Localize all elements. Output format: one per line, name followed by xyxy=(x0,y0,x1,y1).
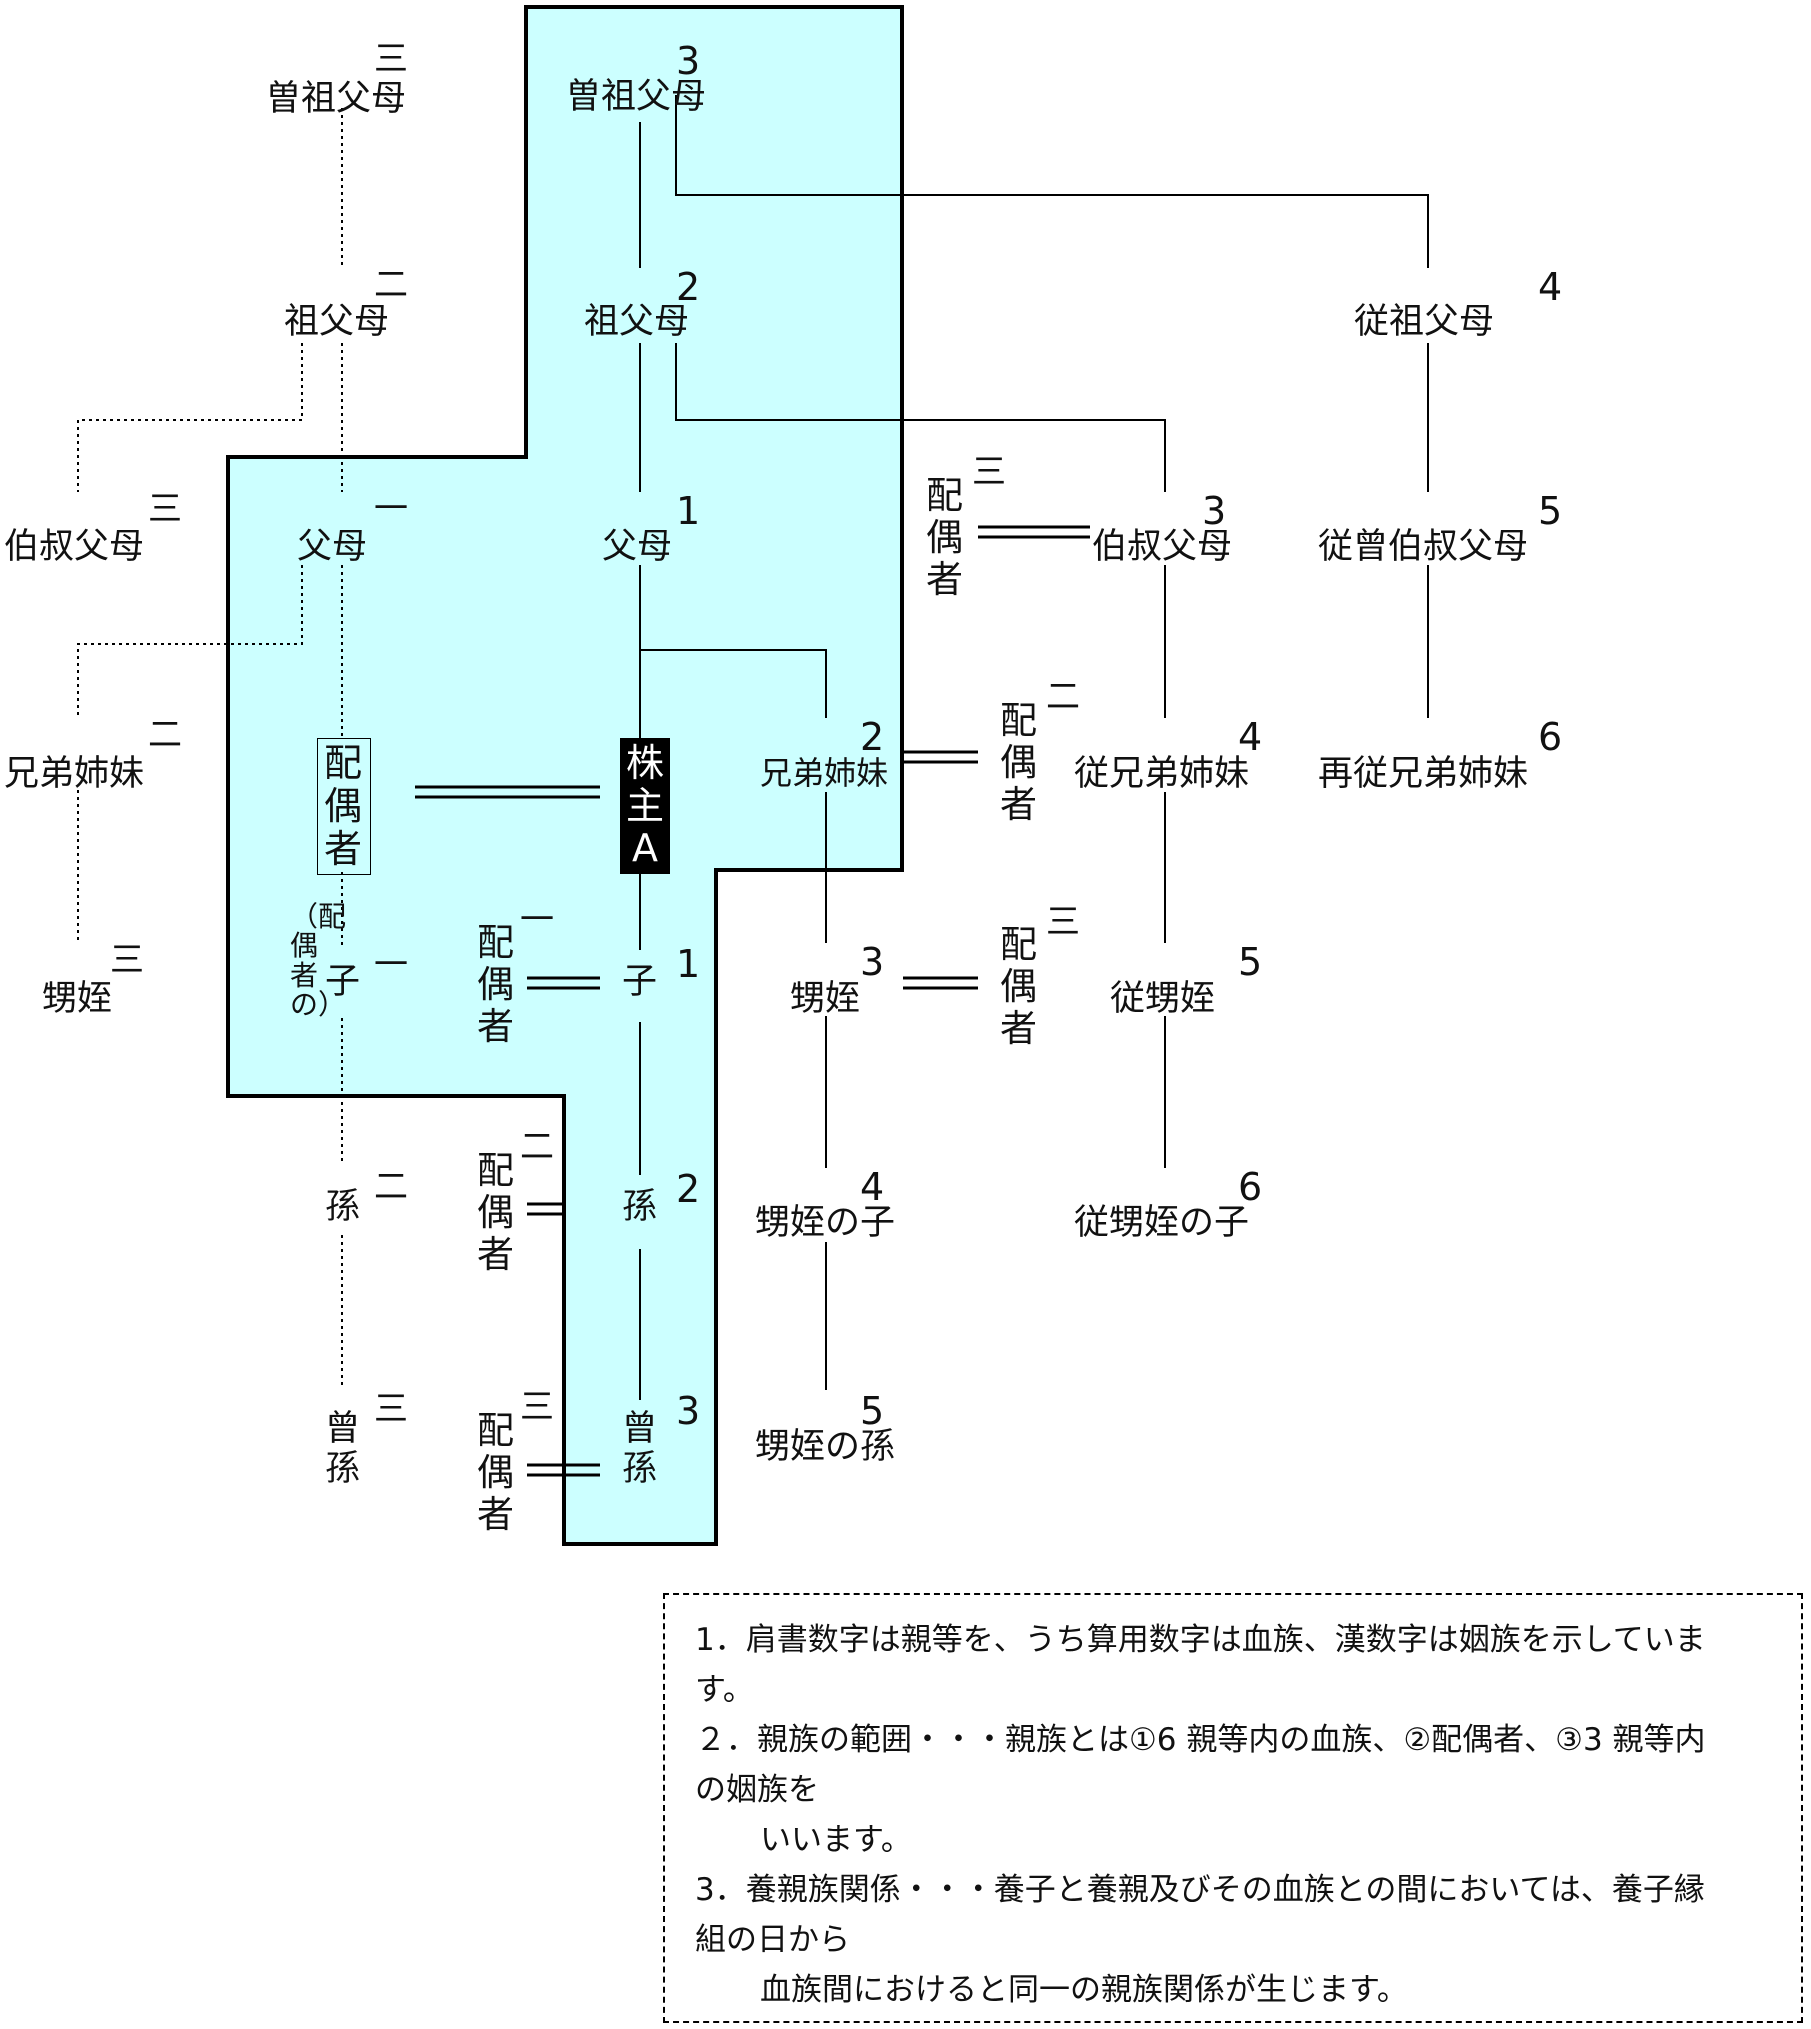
great-grandchild-label: 曾孫 xyxy=(622,1409,658,1489)
kin-range-region xyxy=(226,5,904,1546)
note-2: ２．親族の範囲・・・親族とは①6 親等内の血族、②配偶者、③3 親等内 xyxy=(695,1722,1706,1758)
degree-great-grandparents: 3 xyxy=(676,39,701,83)
blood-lines xyxy=(639,95,1429,1400)
parents: 父母 xyxy=(602,527,673,567)
spouse-child: 子 xyxy=(325,962,361,1002)
nephew-niece-grandchild: 甥姪の孫 xyxy=(755,1427,896,1467)
nephew-niece-child: 甥姪の子 xyxy=(755,1203,896,1243)
shareholder-a-label: 株主A xyxy=(626,741,665,871)
child-spouse: 配偶者 xyxy=(477,921,516,1048)
degree-grandchild: 2 xyxy=(676,1167,701,1211)
spouse-of-prefix: （配偶者の） xyxy=(290,900,347,1022)
note-3-end: 血族間におけると同一の親族関係が生じます。 xyxy=(760,1972,1408,2008)
great-grandchild: 曾孫 xyxy=(622,1409,659,1489)
degree-spouse-nephew-niece: 三 xyxy=(110,940,144,980)
degree-great-uncles-aunts: 4 xyxy=(1538,265,1563,309)
spouse-siblings: 兄弟姉妹 xyxy=(4,754,145,794)
cousin-grandchild: 従甥姪の子 xyxy=(1074,1203,1250,1243)
degree-spouse-great-grandparents: 三 xyxy=(374,39,408,79)
degree-grandchild-spouse: 二 xyxy=(520,1127,554,1167)
degree-nephew-niece-grandchild: 5 xyxy=(860,1389,885,1433)
spouse-grandchild: 孫 xyxy=(325,1187,361,1227)
degree-spouse-parents: 一 xyxy=(374,489,408,529)
spouse-great-grandchild-label: 曾孫 xyxy=(325,1409,361,1489)
great-grandparents: 曽祖父母 xyxy=(566,77,707,117)
note-1: 1．肩書数字は親等を、うち算用数字は血族、漢数字は姻族を示していま xyxy=(695,1622,1706,1658)
note-1-cont: す。 xyxy=(695,1672,754,1708)
note-3: 3．養親族関係・・・養子と養親及びその血族との間においては、養子縁 xyxy=(695,1872,1705,1908)
sibling-spouse-label: 配偶者 xyxy=(1000,699,1037,826)
degree-nephew-niece: 3 xyxy=(860,940,885,984)
first-cousins-once-removed-parents: 従曾伯叔父母 xyxy=(1318,527,1529,567)
spouse-parents: 父母 xyxy=(297,527,368,567)
degree-nephew-niece-child: 4 xyxy=(860,1165,885,1209)
degree-spouse-great-grandchild: 三 xyxy=(374,1389,408,1429)
great-grandchild-spouse: 配偶者 xyxy=(477,1409,516,1536)
shareholder-a: 株主A xyxy=(620,738,670,874)
nephew-niece-spouse-label: 配偶者 xyxy=(1000,923,1037,1050)
degree-great-grandchild-spouse: 三 xyxy=(520,1387,554,1427)
spouse-grandparents: 祖父母 xyxy=(284,302,390,342)
spouse-of-prefix-text: （配偶者の） xyxy=(290,900,347,1022)
grandchild-spouse-label: 配偶者 xyxy=(477,1149,514,1276)
note-3-cont: 組の日から xyxy=(695,1922,850,1958)
grandparents: 祖父母 xyxy=(584,302,690,342)
grandchild: 孫 xyxy=(622,1187,658,1227)
spouse-box: 配偶者 xyxy=(317,738,371,875)
grandchild-spouse: 配偶者 xyxy=(477,1149,516,1276)
great-uncles-aunts: 従祖父母 xyxy=(1354,302,1495,342)
degree-spouse-child: 一 xyxy=(374,945,408,985)
notes-box: 1．肩書数字は親等を、うち算用数字は血族、漢数字は姻族を示していま す。 ２．親… xyxy=(663,1593,1803,2023)
cousins: 従兄弟姉妹 xyxy=(1074,754,1250,794)
degree-spouse-uncles-aunts: 三 xyxy=(148,489,182,529)
siblings: 兄弟姉妹 xyxy=(760,754,889,792)
degree-cousin-child: 5 xyxy=(1238,940,1263,984)
nephew-niece: 甥姪 xyxy=(790,979,861,1019)
spouse-label: 配偶者 xyxy=(324,741,363,871)
degree-spouse-grandchild: 二 xyxy=(374,1167,408,1207)
uncle-aunt-spouse-label: 配偶者 xyxy=(926,474,963,601)
degree-second-cousins: 6 xyxy=(1538,715,1563,759)
spouse-great-grandchild: 曾孫 xyxy=(325,1409,362,1489)
degree-cousins: 4 xyxy=(1238,715,1263,759)
nephew-niece-spouse: 配偶者 xyxy=(1000,923,1039,1050)
child: 子 xyxy=(622,962,658,1002)
cousin-child: 従甥姪 xyxy=(1110,979,1216,1019)
spouse-nephew-niece: 甥姪 xyxy=(42,979,113,1019)
affinity-lines xyxy=(77,108,343,1385)
degree-child-spouse: 一 xyxy=(520,900,554,940)
degree-siblings: 2 xyxy=(860,715,885,759)
degree-sibling-spouse: 二 xyxy=(1046,677,1080,717)
second-cousins: 再従兄弟姉妹 xyxy=(1318,754,1529,794)
degree-uncles-aunts: 3 xyxy=(1202,489,1227,533)
child-spouse-label: 配偶者 xyxy=(477,921,514,1048)
note-2-end: いいます。 xyxy=(760,1822,912,1858)
degree-great-grandchild: 3 xyxy=(676,1389,701,1433)
great-grandchild-spouse-label: 配偶者 xyxy=(477,1409,514,1536)
spouse-uncles-aunts: 伯叔父母 xyxy=(4,527,145,567)
degree-parents: 1 xyxy=(676,489,701,533)
degree-child: 1 xyxy=(676,942,701,986)
spouse-great-grandparents: 曽祖父母 xyxy=(266,79,407,119)
uncles-aunts: 伯叔父母 xyxy=(1092,527,1233,567)
degree-cousin-grandchild: 6 xyxy=(1238,1165,1263,1209)
degree-nephew-niece-spouse: 三 xyxy=(1046,902,1080,942)
degree-spouse-grandparents: 二 xyxy=(374,265,408,305)
uncle-aunt-spouse: 配偶者 xyxy=(926,474,965,601)
note-2-cont: の姻族を xyxy=(695,1772,819,1808)
degree-uncle-aunt-spouse: 三 xyxy=(972,452,1006,492)
sibling-spouse: 配偶者 xyxy=(1000,699,1039,826)
degree-spouse-siblings: 二 xyxy=(148,715,182,755)
degree-grandparents: 2 xyxy=(676,265,701,309)
marriage-lines xyxy=(415,525,1090,1477)
degree-ju-oji: 5 xyxy=(1538,489,1563,533)
